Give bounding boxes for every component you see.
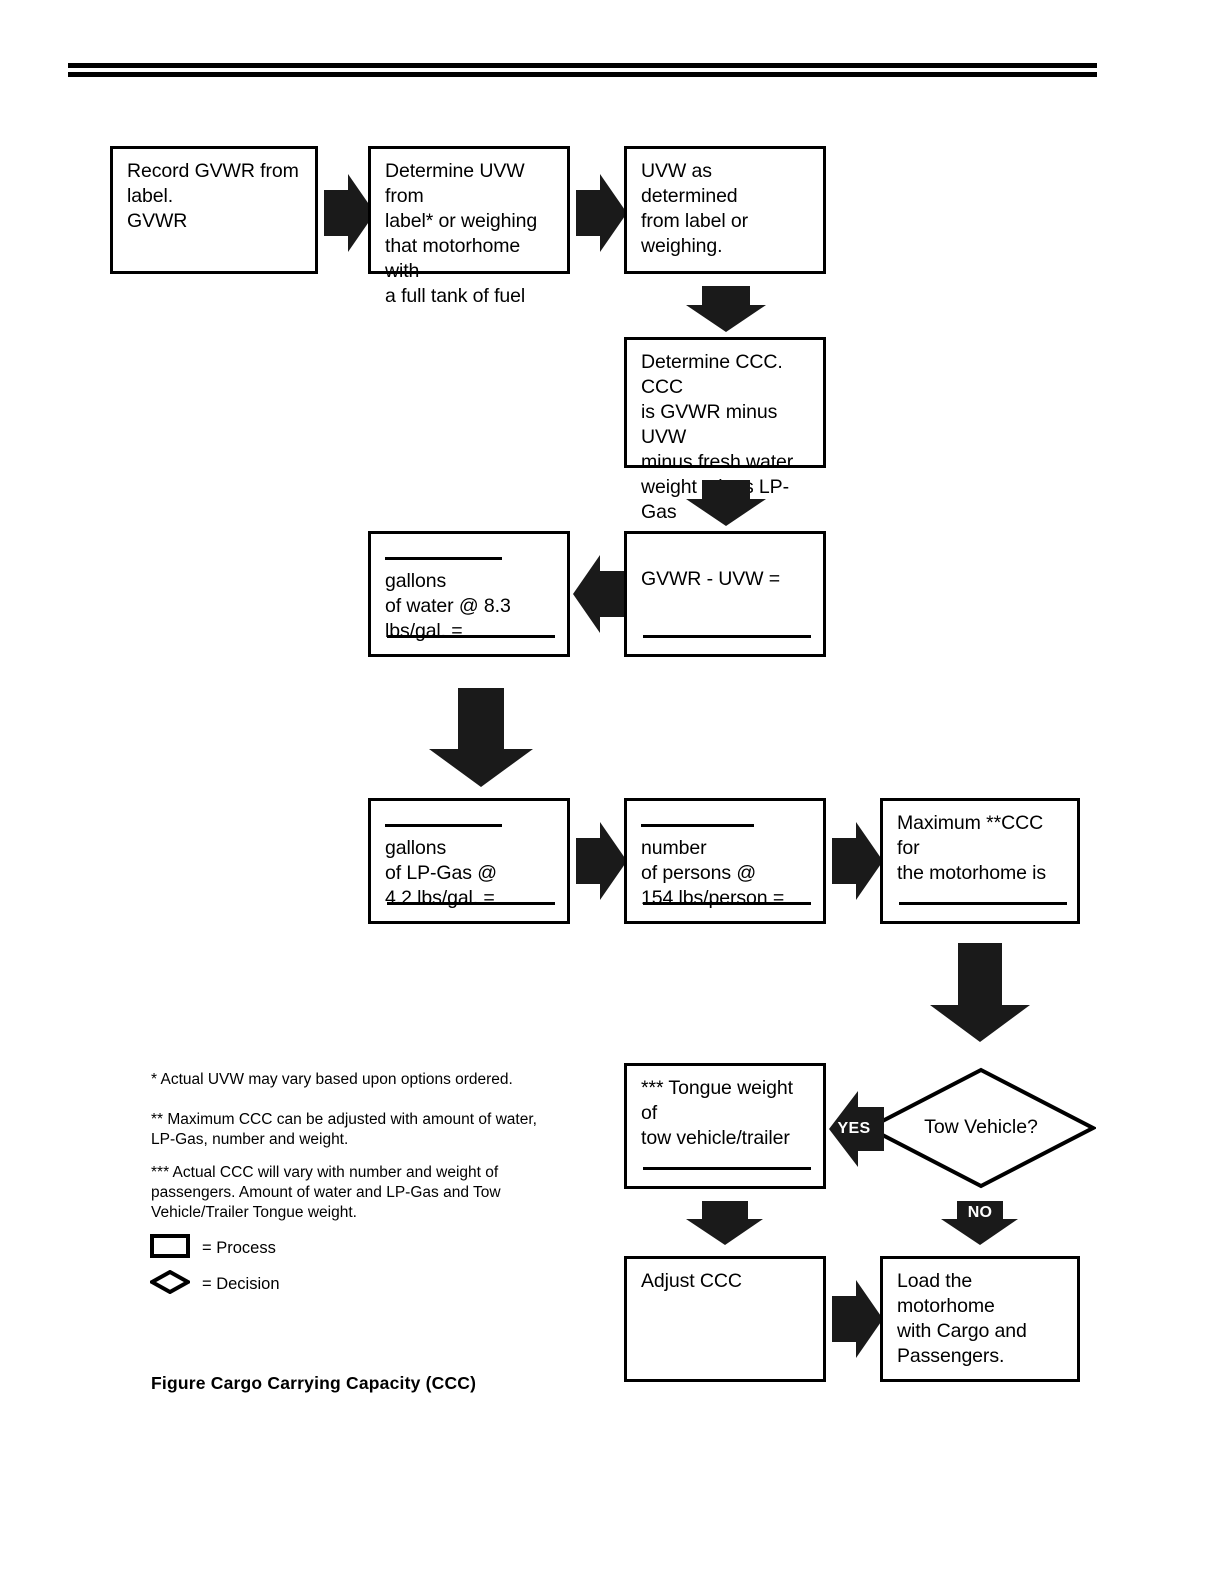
- legend-item-decision: = Decision: [147, 1269, 280, 1299]
- process-box-persons-number: number of persons @ 154 lbs/person =: [624, 798, 826, 924]
- footnote-2: ** Maximum CCC can be adjusted with amou…: [151, 1111, 537, 1148]
- process-box-load-motorhome: Load the motorhome with Cargo and Passen…: [880, 1256, 1080, 1382]
- arrow-down-3: [425, 685, 537, 790]
- process-box-record-gvwr: Record GVWR from label. GVWR: [110, 146, 318, 274]
- header-rule-top: [68, 63, 1097, 68]
- blank-fill-line-inline: [385, 824, 502, 827]
- process-box-determine-ccc: Determine CCC. CCC is GVWR minus UVW min…: [624, 337, 826, 523]
- blank-line-with-unit: number: [641, 811, 813, 861]
- arrow-right-5: [828, 1276, 886, 1362]
- process-box-text: *** Tongue weight of tow vehicle/trailer: [641, 1077, 793, 1149]
- blank-fill-line: [387, 635, 555, 638]
- legend-item-process: = Process: [150, 1234, 276, 1263]
- blank-fill-line: [643, 902, 811, 905]
- blank-fill-line: [387, 902, 555, 905]
- process-box-maximum-ccc: Maximum **CCC for the motorhome is: [880, 798, 1080, 924]
- arrow-label-no: NO: [967, 1204, 993, 1221]
- blank-fill-line: [899, 902, 1067, 905]
- process-box-water-gallons: gallons of water @ 8.3 lbs/gal. =: [368, 531, 570, 657]
- process-box-text: Record GVWR from label. GVWR: [127, 160, 299, 232]
- arrow-right-2: [572, 170, 630, 256]
- arrow-down-2: [682, 477, 770, 529]
- decision-label: Tow Vehicle?: [924, 1116, 1038, 1138]
- footnote-1: * Actual UVW may vary based upon options…: [151, 1071, 513, 1088]
- header-rule-bottom: [68, 72, 1097, 77]
- arrow-label-yes: YES: [837, 1120, 871, 1137]
- header-rule-gap: [68, 68, 1097, 72]
- process-box-text: Load the motorhome with Cargo and Passen…: [897, 1270, 1027, 1367]
- process-box-determine-uvw: Determine UVW from label* or weighing th…: [368, 146, 570, 307]
- arrow-right-4: [828, 818, 886, 904]
- process-box-lpgas-gallons: gallons of LP-Gas @ 4.2 lbs/gal. =: [368, 798, 570, 924]
- process-box-text: gallons of water @ 8.3 lbs/gal. =: [385, 544, 557, 644]
- blank-line-with-unit: gallons: [385, 811, 557, 861]
- header-rule: [68, 63, 1097, 77]
- figure-caption: Figure Cargo Carrying Capacity (CCC): [151, 1373, 477, 1393]
- arrow-left-1: [570, 551, 628, 637]
- arrow-down-4: [926, 940, 1034, 1045]
- process-box-tongue-weight: *** Tongue weight of tow vehicle/trailer: [624, 1063, 826, 1189]
- arrow-down-5: [683, 1198, 767, 1248]
- process-box-text: GVWR - UVW =: [641, 568, 781, 590]
- blank-line-with-unit: gallons: [385, 544, 557, 594]
- process-box-text: Maximum **CCC for the motorhome is: [897, 812, 1047, 884]
- process-box-text: gallons of LP-Gas @ 4.2 lbs/gal. =: [385, 811, 557, 911]
- process-box-text: Adjust CCC: [641, 1270, 742, 1292]
- process-box-adjust-ccc: Adjust CCC: [624, 1256, 826, 1382]
- decision-shape-icon: [147, 1269, 193, 1299]
- decision-tow-vehicle: Tow Vehicle?: [866, 1067, 1096, 1189]
- arrow-down-1: [682, 283, 770, 335]
- process-box-text: number of persons @ 154 lbs/person =: [641, 811, 813, 911]
- process-box-text: UVW as determined from label or weighing…: [641, 160, 749, 257]
- blank-fill-line: [643, 635, 811, 638]
- arrow-right-1: [320, 170, 378, 256]
- process-box-uvw-determined: UVW as determined from label or weighing…: [624, 146, 826, 274]
- blank-fill-line-inline: [641, 824, 754, 827]
- process-shape-icon: [150, 1234, 190, 1263]
- legend-label: = Decision: [202, 1275, 280, 1293]
- footnote-3: *** Actual CCC will vary with number and…: [151, 1164, 501, 1221]
- process-box-gvwr-minus-uvw: GVWR - UVW =: [624, 531, 826, 657]
- arrow-right-3: [572, 818, 630, 904]
- arrow-down-no: NO: [938, 1198, 1022, 1248]
- process-box-text: Determine UVW from label* or weighing th…: [385, 160, 538, 307]
- legend-label: = Process: [202, 1239, 276, 1257]
- arrow-left-yes: YES: [826, 1088, 888, 1170]
- blank-fill-line-inline: [385, 557, 502, 560]
- blank-fill-line: [643, 1167, 811, 1170]
